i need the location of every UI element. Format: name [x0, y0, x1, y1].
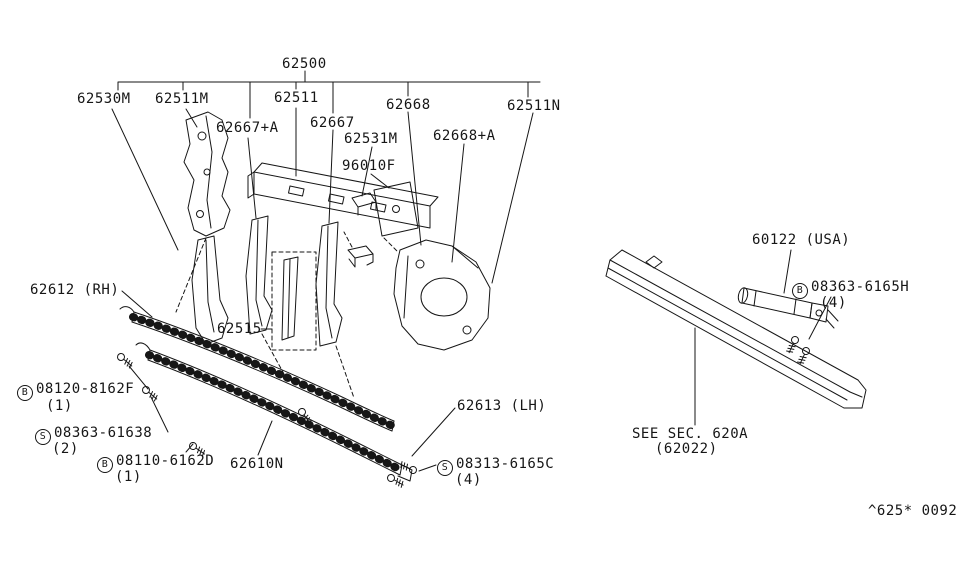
- part-label-96010F: 96010F: [342, 158, 396, 174]
- screws: [117, 336, 810, 488]
- part-number-text: 08313-6165C: [456, 456, 555, 472]
- leader-lines: [111, 107, 832, 472]
- part-96010F-bracket-drawing: [373, 181, 419, 237]
- label-bracket-lines: [117, 70, 541, 119]
- part-label-62613: 62613 (LH): [457, 398, 547, 414]
- part-62610N-apron-rail-drawing: [135, 342, 413, 482]
- screw-icon: [117, 353, 133, 369]
- screw-icon: [142, 386, 158, 402]
- circle-b-icon: B: [17, 385, 33, 401]
- part-label-62511M: 62511M: [155, 91, 209, 107]
- part-label-62511: 62511: [274, 90, 319, 106]
- part-62667A-stay-drawing: [245, 215, 273, 335]
- part-62667-stay-drawing: [315, 221, 343, 347]
- part-label-62531M: 62531M: [344, 131, 398, 147]
- screw-icon: [399, 461, 417, 474]
- circle-b-icon: B: [97, 457, 113, 473]
- part-62515-stay-drawing: [271, 251, 317, 351]
- part-qty-61638: (2): [52, 441, 79, 457]
- part-qty-6165H: (4): [820, 295, 847, 311]
- part-62531M-bracket-drawing: [351, 192, 377, 216]
- screw-icon: [298, 408, 312, 426]
- part-number-text: 08110-6162D: [116, 453, 215, 469]
- part-label-62667A: 62667+A: [216, 120, 279, 136]
- part-number-text: 08363-61638: [54, 425, 153, 441]
- part-label-62530M: 62530M: [77, 91, 131, 107]
- see-sec-label: SEE SEC. 620A: [632, 426, 749, 442]
- part-62612-apron-rail-drawing: [119, 306, 397, 432]
- screw-icon: [786, 336, 799, 354]
- part-qty-08313: (4): [455, 472, 482, 488]
- part-62022-reinforcement-drawing: [605, 249, 867, 409]
- part-60122-drawing: [737, 287, 839, 329]
- part-label-62511N: 62511N: [507, 98, 561, 114]
- part-62511M-stay-drawing: [191, 235, 229, 345]
- screw-icon: [189, 442, 206, 457]
- part-62511-upper-bar-drawing: [247, 162, 439, 229]
- part-number-text: 08120-8162F: [36, 381, 135, 397]
- part-qty-08120: (1): [46, 398, 73, 414]
- see-sec-sub-label: (62022): [655, 441, 718, 457]
- screw-icon: [387, 474, 404, 488]
- part-62511N-side-panel-drawing: [393, 239, 491, 351]
- diagram-code: ^625* 0092: [868, 503, 958, 519]
- part-label-62515: 62515: [217, 321, 262, 337]
- circle-s-icon: S: [35, 429, 51, 445]
- part-small-bracket-drawing: [347, 245, 374, 268]
- part-label-62612: 62612 (RH): [30, 282, 120, 298]
- part-label-62610N: 62610N: [230, 456, 284, 472]
- part-label-62668: 62668: [386, 97, 431, 113]
- screw-icon: [797, 347, 810, 365]
- part-label-62668A: 62668+A: [433, 128, 496, 144]
- part-62530M-side-panel-drawing: [183, 111, 231, 237]
- assembly-dashed-lines: [175, 231, 399, 399]
- part-label-62500: 62500: [282, 56, 327, 72]
- part-number-text: 08363-6165H: [811, 279, 910, 295]
- circle-b-icon: B: [792, 283, 808, 299]
- circle-s-icon: S: [437, 460, 453, 476]
- part-qty-08110: (1): [115, 469, 142, 485]
- part-label-62667: 62667: [310, 115, 355, 131]
- part-label-60122: 60122 (USA): [752, 232, 851, 248]
